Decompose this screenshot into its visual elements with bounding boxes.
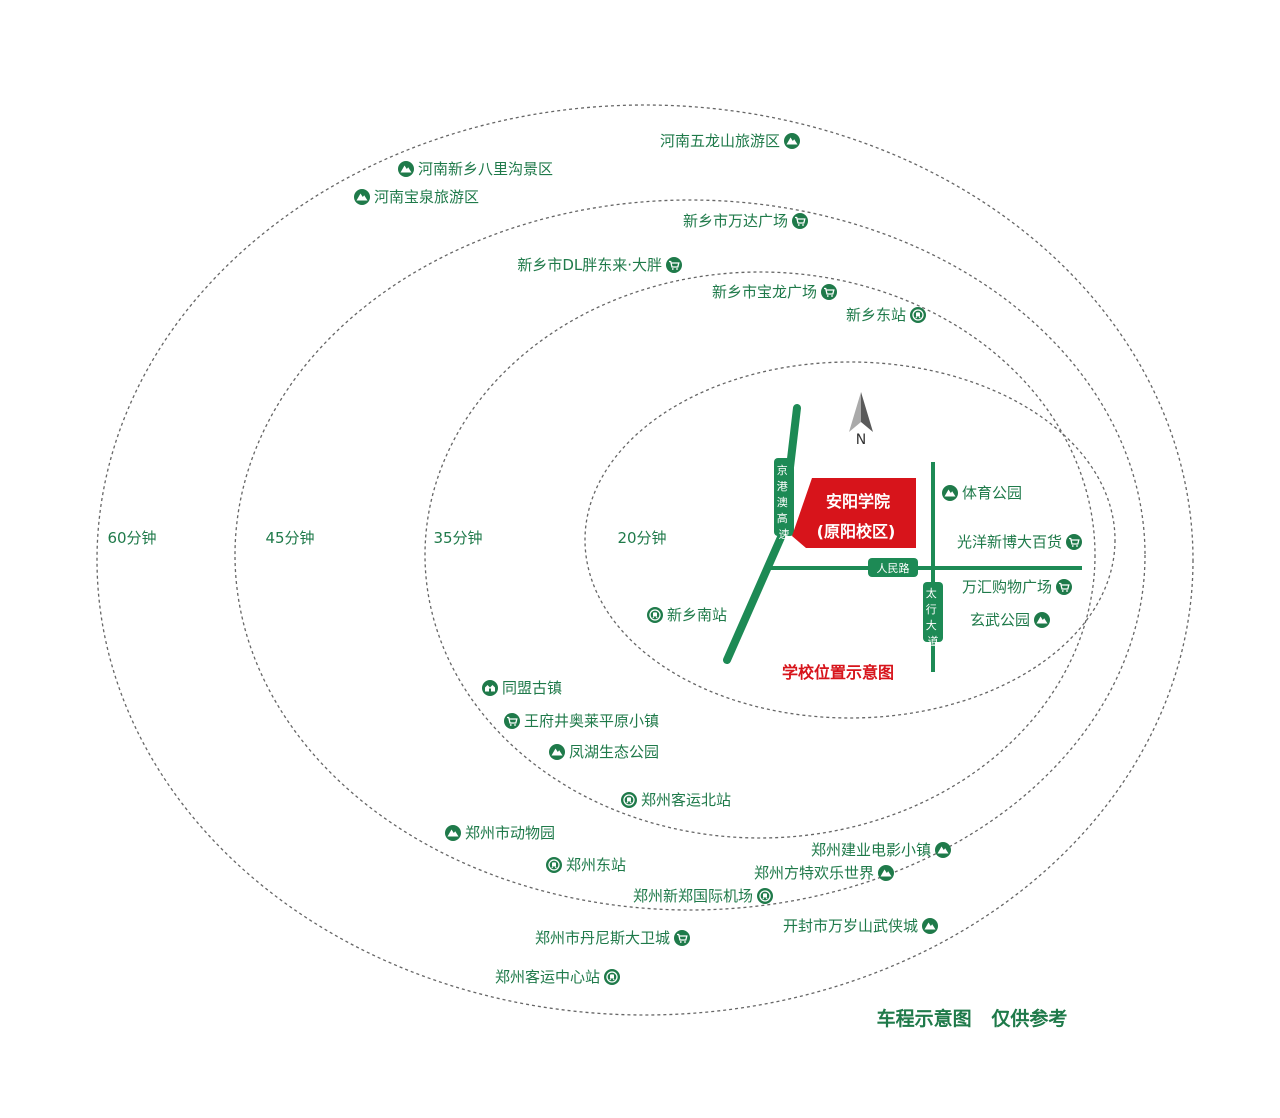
poi-label: 新乡市万达广场 [683,212,788,230]
town-icon [482,680,498,696]
poi-label: 河南新乡八里沟景区 [418,160,553,178]
campus-name: 安阳学院 [826,492,890,511]
poi-label: 郑州东站 [566,856,626,874]
cart-icon [1066,534,1082,550]
poi-label: 郑州市动物园 [465,824,555,842]
cart-icon [504,713,520,729]
poi-label: 郑州客运北站 [641,791,731,809]
poi-label: 王府井奥莱平原小镇 [524,712,659,730]
poi-marker: 郑州方特欢乐世界 [754,864,894,882]
ring-60min [96,104,1194,1016]
mountain-icon [784,133,800,149]
north-label: N [856,432,866,448]
poi-layer: 河南五龙山旅游区河南新乡八里沟景区河南宝泉旅游区新乡市万达广场新乡市DL胖东来·… [354,132,1082,986]
poi-marker: 新乡南站 [647,606,727,624]
disclaimer: 车程示意图 仅供参考 [877,1007,1068,1030]
ring-35min [424,271,1096,839]
poi-label: 新乡南站 [667,606,727,624]
poi-label: 郑州方特欢乐世界 [754,864,874,882]
poi-marker: 河南宝泉旅游区 [354,188,479,206]
poi-label: 新乡东站 [846,306,906,324]
poi-marker: 万汇购物广场 [962,578,1072,596]
mountain-icon [445,825,461,841]
poi-marker: 河南新乡八里沟景区 [398,160,553,178]
mountain-icon [935,842,951,858]
cart-icon [821,284,837,300]
poi-marker: 新乡市DL胖东来·大胖 [517,256,682,274]
poi-label: 郑州客运中心站 [495,968,600,986]
svg-text:京 港 澳 高: 京 港 澳 高 速 [777,463,792,541]
mountain-icon [942,485,958,501]
ring-45min [234,199,1146,911]
poi-marker: 新乡东站 [846,306,926,324]
north-arrow: N [849,392,873,448]
poi-marker: 同盟古镇 [482,679,562,697]
poi-marker: 光洋新博大百货 [957,533,1082,551]
poi-marker: 郑州市丹尼斯大卫城 [535,929,690,947]
train-icon [621,792,637,808]
ring-label-35: 35分钟 [433,529,482,547]
poi-marker: 开封市万岁山武侠城 [783,917,938,935]
ring-20min [584,361,1116,719]
cart-icon [792,213,808,229]
map-caption: 学校位置示意图 [782,663,894,682]
taihang-road-label: 太 行 大 道 [923,582,943,648]
poi-label: 新乡市DL胖东来·大胖 [517,256,662,274]
poi-label: 光洋新博大百货 [957,533,1062,551]
poi-label: 郑州新郑国际机场 [633,887,753,905]
travel-rings [96,104,1194,1016]
mountain-icon [878,865,894,881]
poi-label: 同盟古镇 [502,679,562,697]
poi-marker: 王府井奥莱平原小镇 [504,712,659,730]
poi-label: 体育公园 [962,484,1022,502]
train-icon [757,888,773,904]
mountain-icon [398,161,414,177]
cart-icon [674,930,690,946]
poi-label: 郑州市丹尼斯大卫城 [535,929,670,947]
mountain-icon [922,918,938,934]
poi-marker: 新乡市万达广场 [683,212,808,230]
campus-subname: (原阳校区) [817,522,896,541]
poi-label: 万汇购物广场 [962,578,1052,596]
train-icon [546,857,562,873]
poi-marker: 郑州市动物园 [445,824,555,842]
svg-text:太 行 大 道: 太 行 大 道 [926,587,941,648]
ring-label-60: 60分钟 [107,529,156,547]
renmin-road-label: 人民路 [868,558,918,577]
cart-icon [1056,579,1072,595]
poi-marker: 玄武公园 [970,611,1050,629]
poi-marker: 体育公园 [942,484,1022,502]
poi-marker: 凤湖生态公园 [549,743,659,761]
poi-label: 郑州建业电影小镇 [811,841,931,859]
poi-marker: 河南五龙山旅游区 [660,132,800,150]
poi-marker: 郑州东站 [546,856,626,874]
cart-icon [666,257,682,273]
poi-label: 玄武公园 [970,611,1030,629]
poi-label: 河南五龙山旅游区 [660,132,780,150]
train-icon [604,969,620,985]
poi-marker: 郑州客运中心站 [495,968,620,986]
north-arrow-left [849,392,861,432]
poi-marker: 郑州建业电影小镇 [811,841,951,859]
poi-marker: 郑州客运北站 [621,791,731,809]
train-icon [647,607,663,623]
campus-marker: 安阳学院 (原阳校区) [792,478,916,548]
renmin-road-text: 人民路 [877,562,910,575]
north-arrow-right [861,392,873,432]
poi-label: 开封市万岁山武侠城 [783,917,918,935]
poi-label: 凤湖生态公园 [569,743,659,761]
poi-marker: 郑州新郑国际机场 [633,887,773,905]
mountain-icon [549,744,565,760]
poi-marker: 新乡市宝龙广场 [712,283,837,301]
poi-label: 新乡市宝龙广场 [712,283,817,301]
ring-label-45: 45分钟 [265,529,314,547]
expressway-label: 京 港 澳 高 速 [774,458,794,541]
train-icon [910,307,926,323]
ring-labels: 60分钟 45分钟 35分钟 20分钟 [107,529,666,547]
mountain-icon [1034,612,1050,628]
ring-label-20: 20分钟 [617,529,666,547]
poi-label: 河南宝泉旅游区 [374,188,479,206]
mountain-icon [354,189,370,205]
